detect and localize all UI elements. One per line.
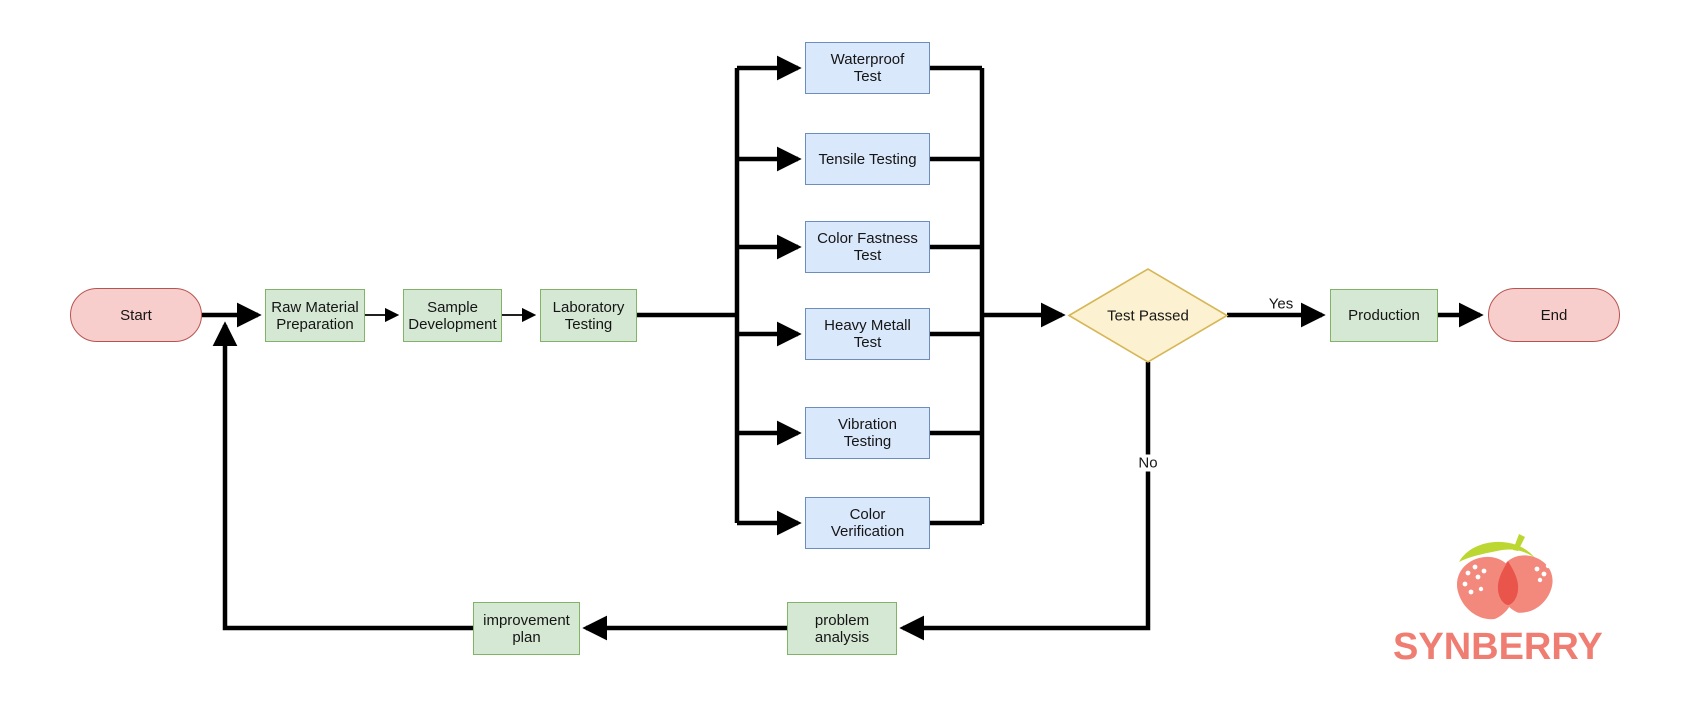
node-color-verification: Color Verification <box>805 497 930 549</box>
node-start-label: Start <box>120 306 152 324</box>
brand-wordmark: SYNBERRY <box>1393 626 1603 668</box>
decision-diamond <box>1067 268 1229 363</box>
node-production: Production <box>1330 289 1438 342</box>
edge-label-no: No <box>1135 454 1161 472</box>
node-tensile-testing: Tensile Testing <box>805 133 930 185</box>
strawberry-leaf <box>1459 541 1535 562</box>
node-raw-material-preparation: Raw Material Preparation <box>265 289 365 342</box>
node-problem-analysis: problem analysis <box>787 602 897 655</box>
node-vibration-testing-label: Vibration Testing <box>838 416 897 450</box>
node-sample-development: Sample Development <box>403 289 502 342</box>
node-color-fastness-test: Color Fastness Test <box>805 221 930 273</box>
node-start: Start <box>70 288 202 342</box>
connectors <box>202 55 1484 641</box>
node-tensile-testing-label: Tensile Testing <box>818 150 917 168</box>
node-improvement-plan-label: improvement plan <box>483 611 570 646</box>
node-end-label: End <box>1540 306 1568 324</box>
berry-seeds <box>1462 563 1551 595</box>
node-waterproof-test-label: Waterproof Test <box>830 51 905 85</box>
edge-no-to-problem <box>899 362 1151 641</box>
strawberry-icon <box>1457 534 1553 620</box>
node-laboratory-testing-label: Laboratory Testing <box>552 298 625 333</box>
node-color-verification-label: Color Verification <box>830 506 905 540</box>
node-laboratory-testing: Laboratory Testing <box>540 289 637 342</box>
node-waterproof-test: Waterproof Test <box>805 42 930 94</box>
node-problem-analysis-label: problem analysis <box>814 611 870 646</box>
node-improvement-plan: improvement plan <box>473 602 580 655</box>
berry-overlap <box>1497 561 1519 605</box>
node-end: End <box>1488 288 1620 342</box>
edge-label-yes: Yes <box>1265 295 1297 313</box>
node-heavy-metall-test-label: Heavy Metall Test <box>824 317 911 351</box>
node-sample-development-label: Sample Development <box>408 298 497 333</box>
node-test-passed-label: Test Passed <box>1107 307 1189 325</box>
node-raw-material-preparation-label: Raw Material Preparation <box>271 298 359 333</box>
node-production-label: Production <box>1348 307 1420 324</box>
node-heavy-metall-test: Heavy Metall Test <box>805 308 930 360</box>
edge-improvement-to-start-line <box>212 321 473 631</box>
node-vibration-testing: Vibration Testing <box>805 407 930 459</box>
node-color-fastness-test-label: Color Fastness Test <box>817 230 918 264</box>
